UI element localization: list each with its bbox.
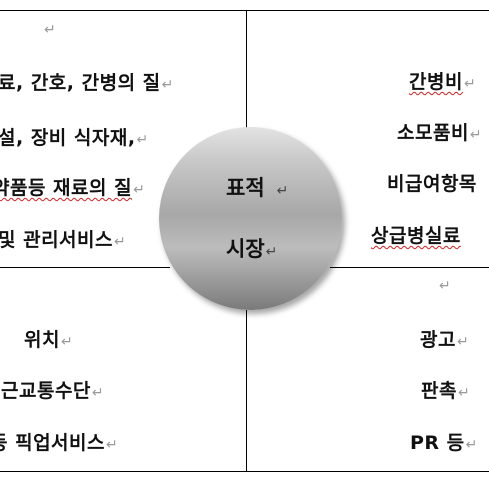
cell-text-line: 근교통수단↵ xyxy=(1,380,105,402)
table-bottom-border xyxy=(0,471,489,472)
paragraph-mark: ↵ xyxy=(463,76,477,92)
paragraph-mark: ↵ xyxy=(465,437,478,453)
paragraph-mark: ↵ xyxy=(265,244,278,260)
cell-text-line: 등 픽업서비스↵ xyxy=(0,432,119,454)
cell-bottom-right: ↵ 광고↵ 판촉↵ PR 등↵ xyxy=(247,0,489,489)
cell-text-line: 간병비↵ xyxy=(409,71,477,93)
cell-bottom-left: 위치↵ 근교통수단↵ 등 픽업서비스↵ xyxy=(0,329,119,454)
cell-text-line: 약품등 재료의 질↵ xyxy=(0,177,146,199)
table-center-rule-bottom xyxy=(246,310,247,471)
paragraph-mark: ↵ xyxy=(276,183,289,199)
paragraph-mark: ↵ xyxy=(136,132,149,148)
paragraph-mark: ↵ xyxy=(44,22,56,38)
cell-top-left: ↵ 료, 간호, 간병의 질↵ 설, 장비 식자재,↵ 약품등 재료의 질↵ 및… xyxy=(0,22,174,251)
cell-text-line: 상급병실료 xyxy=(371,225,461,247)
paragraph-mark: ↵ xyxy=(114,234,127,250)
table-middle-rule-right xyxy=(330,267,489,268)
cell-text-line: 비급여항목 xyxy=(387,173,477,195)
table-center-rule-top xyxy=(246,10,247,135)
cell-text-line: 광고↵ xyxy=(420,329,470,351)
paragraph-mark: ↵ xyxy=(469,127,483,143)
paragraph-mark: ↵ xyxy=(91,385,105,401)
target-market-label-line1: 표적↵ xyxy=(226,176,289,200)
paragraph-mark: ↵ xyxy=(161,77,174,93)
cell-text-line: 및 관리서비스↵ xyxy=(0,229,127,251)
table-middle-rule-left xyxy=(0,267,170,268)
quadrant-table xyxy=(0,10,489,472)
cell-text-line: PR 등↵ xyxy=(410,432,478,454)
cell-top-right: 간병비↵ 소모품비↵ 비급여항목 상급병실료 xyxy=(247,0,489,489)
paragraph-mark: ↵ xyxy=(60,334,74,350)
table-top-border xyxy=(0,10,489,11)
cell-text-line: 설, 장비 식자재,↵ xyxy=(0,127,149,149)
paragraph-mark: ↵ xyxy=(456,334,470,350)
cell-text-line: 소모품비↵ xyxy=(397,122,483,144)
target-market-label-line2: 시장↵ xyxy=(226,237,278,261)
cell-text-line: 위치↵ xyxy=(24,329,74,351)
paragraph-mark: ↵ xyxy=(439,278,451,294)
target-market-circle xyxy=(159,127,342,310)
paragraph-mark: ↵ xyxy=(133,182,146,198)
cell-text-line: 판촉↵ xyxy=(421,380,471,402)
cell-text-line: 료, 간호, 간병의 질↵ xyxy=(0,72,174,94)
paragraph-mark: ↵ xyxy=(106,437,119,453)
paragraph-mark: ↵ xyxy=(457,385,471,401)
